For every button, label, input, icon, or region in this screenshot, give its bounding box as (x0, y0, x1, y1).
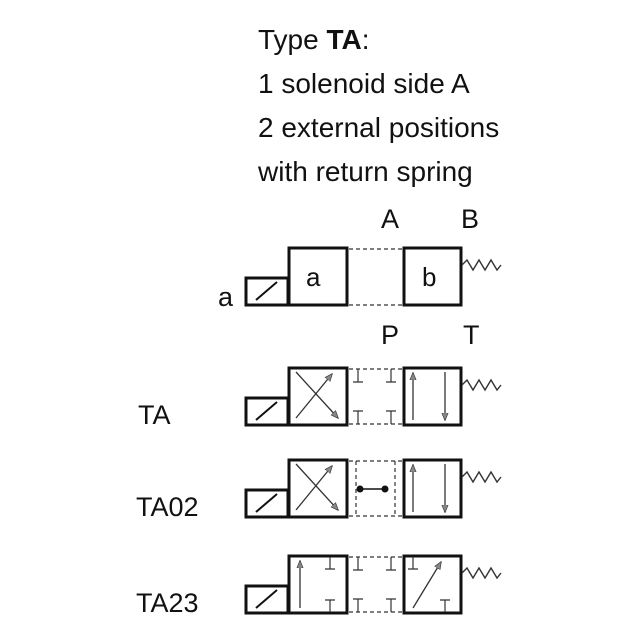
position-box-b (402, 458, 463, 519)
position-box-b (402, 366, 463, 427)
variant-ta-symbol (244, 366, 502, 427)
port-label-p: P (381, 320, 400, 350)
title-line-type: Type TA: (258, 24, 370, 55)
port-label-a: A (381, 204, 400, 234)
position-box-b (402, 246, 463, 307)
solenoid-label: a (218, 282, 234, 312)
title-line-solenoid: 1 solenoid side A (258, 68, 470, 99)
diagonal-arrow (412, 562, 441, 609)
title-line-spring: with return spring (258, 156, 473, 187)
title-line-positions: 2 external positions (258, 112, 500, 143)
type-code: TA (326, 24, 362, 55)
schematic-symbol (244, 246, 502, 307)
port-label-t: T (463, 320, 480, 350)
blocked-port (353, 557, 396, 612)
variant-label-ta: TA (138, 400, 171, 430)
junction-dot (356, 485, 364, 493)
variant-ta23-symbol (244, 554, 502, 615)
return-spring (461, 566, 502, 580)
cross-arrow-2 (295, 374, 332, 419)
port-label-b: B (461, 204, 480, 234)
position-label-a: a (306, 262, 321, 292)
blocked-port (408, 557, 450, 612)
position-box-a (287, 246, 349, 307)
return-spring (461, 470, 502, 484)
variant-label-ta02: TA02 (136, 492, 199, 522)
title-block: Type TA: 1 solenoid side A 2 external po… (258, 18, 499, 194)
position-box-b (402, 554, 463, 615)
position-label-b: b (422, 262, 437, 292)
cross-arrow-2 (295, 466, 332, 511)
blocked-port (325, 557, 335, 612)
position-box-a (287, 554, 349, 615)
position-box-a (287, 366, 349, 427)
position-box-a (287, 458, 349, 519)
variant-ta02-symbol (244, 458, 502, 519)
cross-arrow-1 (295, 371, 338, 418)
return-spring (461, 378, 502, 392)
variant-label-ta23: TA23 (136, 588, 199, 618)
cross-arrow-1 (295, 463, 338, 510)
junction-dot (381, 485, 389, 493)
blocked-port (353, 369, 396, 424)
return-spring (461, 258, 502, 272)
